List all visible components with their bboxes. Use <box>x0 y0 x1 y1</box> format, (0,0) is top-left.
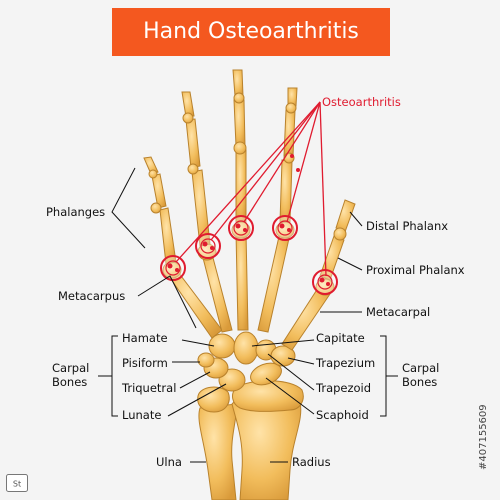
ulna-bone <box>198 403 237 500</box>
phalanges-label: Phalanges <box>46 205 106 219</box>
index-joint-2 <box>285 102 297 114</box>
distal-phalanx-leader <box>349 211 363 227</box>
ulna-label: Ulna <box>156 455 182 469</box>
thumb-joint <box>333 227 347 241</box>
lunate-label: Lunate <box>122 408 162 422</box>
carpal-bones-left-label: Carpal Bones <box>52 361 90 389</box>
oa-joint-ring-inner <box>200 238 216 254</box>
adobe-stock-logo-icon: St <box>6 474 28 492</box>
ring-distal <box>181 91 195 118</box>
ring-proximal <box>191 169 211 247</box>
ring-middle <box>185 118 201 169</box>
lunate-leader <box>167 383 227 417</box>
hamate-leader <box>181 339 215 347</box>
title-banner <box>112 8 390 56</box>
oa-joint-index-inner <box>277 220 293 236</box>
thumb-distal <box>335 199 356 233</box>
ring-joint-1 <box>187 163 199 175</box>
metacarpal-middle <box>235 231 249 331</box>
scaphoid-leader <box>265 377 315 415</box>
little-distal <box>143 156 159 175</box>
carpal-bracket-left <box>111 335 118 417</box>
triquetral-leader <box>179 371 211 389</box>
trapezium-label: Trapezium <box>316 356 376 370</box>
radius-head <box>232 380 304 412</box>
proximal-phalanx-leader <box>337 257 363 271</box>
metacarpus-leader <box>137 275 197 329</box>
osteoarthritis-markers <box>160 101 338 295</box>
osteoarthritis-leaders <box>175 101 327 277</box>
radius-label: Radius <box>292 455 331 469</box>
forearm-bones <box>197 380 304 500</box>
metacarpal-bones <box>162 221 335 351</box>
pisiform-bone <box>197 352 215 368</box>
proximal-phalanx-label: Proximal Phalanx <box>366 263 465 277</box>
oa-joint-little-inner <box>165 260 181 276</box>
metacarpus-label: Metacarpus <box>58 289 126 303</box>
oa-joint-thumb <box>312 269 338 295</box>
inflammation-spots <box>167 154 330 286</box>
svg-text:St: St <box>13 480 21 489</box>
oa-joint-little <box>160 255 186 281</box>
capitate-label: Capitate <box>316 331 365 345</box>
scaphoid-bone <box>250 362 282 386</box>
trapezoid-label: Trapezoid <box>316 381 372 395</box>
carpal-bracket-right <box>380 335 387 417</box>
middle-distal <box>232 69 244 97</box>
stock-id: #407155609 <box>478 404 489 470</box>
ulna-head <box>197 386 230 413</box>
metacarpal-index <box>257 231 291 333</box>
pisiform-label: Pisiform <box>122 356 168 370</box>
carpal-bones-right-label: Carpal Bones <box>402 361 440 389</box>
label-leaders <box>98 167 398 463</box>
middle-joint-2 <box>233 92 245 104</box>
oa-joint-index <box>272 215 298 241</box>
trapezium-leader <box>287 357 315 365</box>
oa-joint-middle-inner <box>233 220 249 236</box>
scaphoid-label: Scaphoid <box>316 408 369 422</box>
little-joint-1 <box>150 202 162 214</box>
middle-middle <box>233 99 246 147</box>
phalanges-bracket <box>111 167 146 249</box>
distal-phalanx-label: Distal Phalanx <box>366 219 449 233</box>
middle-joint-1 <box>233 141 247 155</box>
hamate-label: Hamate <box>122 331 168 345</box>
ring-joint-2 <box>182 112 194 124</box>
oa-joint-thumb-inner <box>317 274 333 290</box>
oa-joint-ring <box>195 233 221 259</box>
trapezoid-leader <box>267 353 315 391</box>
capitate-bone <box>233 331 259 365</box>
osteoarthritis-label: Osteoarthritis <box>322 95 401 109</box>
triquetral-label: Triquetral <box>122 381 177 395</box>
diagram-title: Hand Osteoarthritis <box>143 19 359 44</box>
metacarpal-label: Metacarpal <box>366 305 431 319</box>
little-joint-2 <box>148 169 158 179</box>
capitate-leader <box>251 339 315 347</box>
oa-joint-middle <box>228 215 254 241</box>
